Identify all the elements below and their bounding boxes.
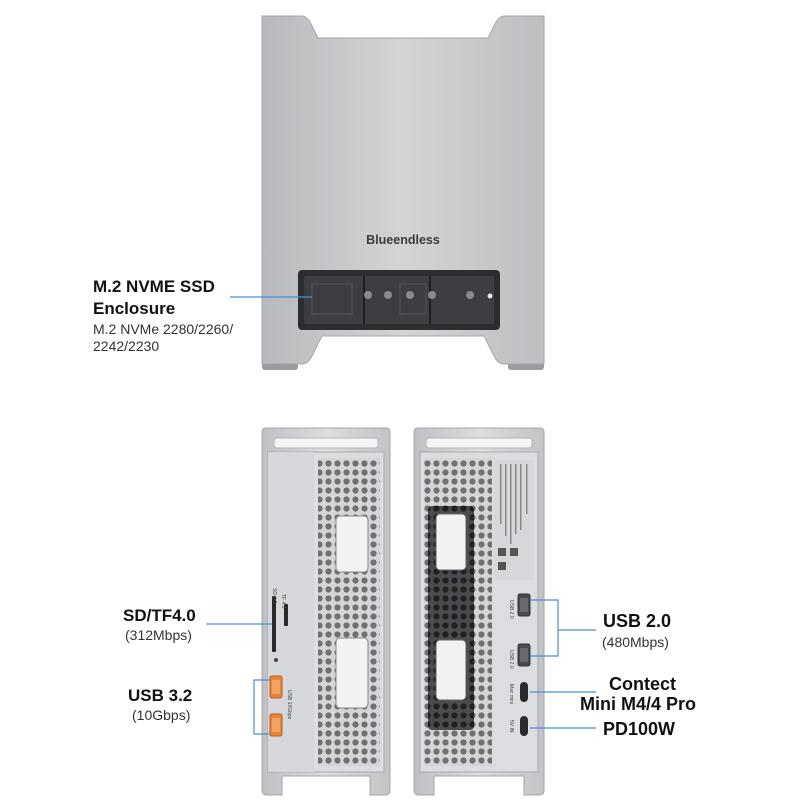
usbc-mac-port — [520, 682, 528, 702]
pd-port-label: 5V IN — [508, 720, 514, 733]
sd-title: SD/TF4.0 — [123, 606, 196, 625]
usb32-bracket — [253, 679, 270, 735]
usb20-title: USB 2.0 — [603, 611, 672, 631]
usb20-port-label-1: USB 2.0 — [508, 600, 514, 619]
front-mesh — [318, 458, 380, 766]
front-view-enclosure — [261, 427, 391, 796]
tf-slot — [284, 604, 288, 626]
ssd-title-line1: M.2 NVME SSD — [93, 277, 215, 296]
sd-port-label: SD 4.0 — [271, 588, 277, 604]
connect-line2: Mini M4/4 Pro — [580, 694, 697, 714]
ssd-sub-line2: 2242/2230 — [93, 338, 160, 354]
connect-line1: Contect — [609, 674, 676, 694]
sd-slot — [272, 596, 276, 652]
rear-view-enclosure — [413, 427, 545, 796]
tf-port-label: TF 4.0 — [280, 594, 286, 609]
usb32-speed: (10Gbps) — [132, 707, 191, 723]
mac-port-label: Mac mini — [508, 684, 514, 704]
pd-title: PD100W — [603, 719, 676, 739]
ssd-title-line2: Enclosure — [93, 299, 176, 318]
usb20-speed: (480Mbps) — [602, 634, 669, 650]
usb32-port-label: USB 10Gbps — [286, 690, 292, 720]
brand-logo: Blueendless — [366, 233, 440, 247]
usb20-bracket — [530, 599, 559, 657]
usb20-port-label-2: USB 2.0 — [508, 650, 514, 669]
ssd-sub-line1: M.2 NVMe 2280/2260/ — [93, 321, 234, 337]
usbc-pd-port — [520, 716, 528, 736]
callout-brackets — [206, 599, 596, 735]
top-enclosure — [230, 15, 545, 370]
usb32-title: USB 3.2 — [128, 686, 193, 705]
sd-speed: (312Mbps) — [125, 627, 192, 643]
